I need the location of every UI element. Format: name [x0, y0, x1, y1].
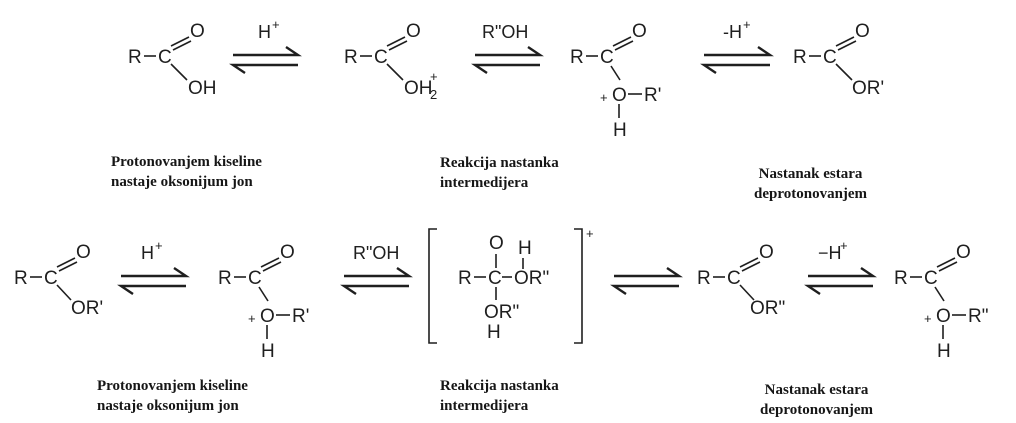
svg-text:H: H [141, 243, 154, 263]
equilibrium-arrow-1: H + [229, 17, 302, 74]
svg-text:+: + [743, 17, 751, 32]
molecule-protonated-ester: R C O + O R' H [570, 21, 661, 141]
svg-text:H: H [613, 120, 627, 141]
molecule-carboxylic-acid: R C O OH [128, 21, 217, 99]
svg-text:OR": OR" [750, 298, 785, 319]
svg-text:+: + [600, 90, 608, 105]
svg-text:OR": OR" [484, 302, 519, 323]
caption-protonation-1: Protonovanjem kiseline nastaje oksonijum… [111, 154, 262, 190]
equilibrium-arrow-5: R"OH [340, 243, 413, 295]
caption-ester-formation-2: Nastanak estara deprotonovanjem [760, 382, 874, 418]
svg-text:O: O [190, 21, 205, 42]
svg-text:H: H [937, 341, 951, 362]
molecule-protonated-ester-3: R C O + O R" H [894, 242, 988, 362]
caption-protonation-2: Protonovanjem kiseline nastaje oksonijum… [97, 378, 248, 414]
svg-text:+: + [248, 311, 256, 326]
molecule-ester: R C O OR' [793, 21, 884, 99]
svg-text:R"OH: R"OH [353, 243, 399, 263]
svg-text:-H: -H [723, 22, 742, 42]
svg-text:C: C [924, 268, 938, 289]
svg-text:+: + [840, 238, 848, 253]
svg-text:OR': OR' [852, 78, 884, 99]
molecule-protonated-ester-2: R C O + O R' H [218, 242, 309, 362]
svg-text:O: O [632, 21, 647, 42]
svg-text:+: + [586, 226, 594, 241]
svg-text:O: O [759, 242, 774, 263]
svg-text:O: O [489, 233, 504, 254]
svg-text:R': R' [644, 85, 661, 106]
svg-text:−H: −H [818, 243, 842, 263]
svg-text:H: H [487, 322, 501, 343]
caption-ester-formation-1: Nastanak estara deprotonovanjem [754, 166, 868, 202]
svg-text:C: C [44, 268, 58, 289]
molecule-new-ester: R C O OR" [697, 242, 785, 319]
svg-text:R': R' [292, 306, 309, 327]
equilibrium-arrow-2: R"OH [471, 22, 544, 74]
svg-text:2: 2 [430, 87, 437, 102]
svg-text:O: O [855, 21, 870, 42]
svg-text:C: C [158, 47, 172, 68]
svg-text:O: O [612, 85, 627, 106]
svg-text:R: R [458, 268, 472, 289]
molecule-oxonium-ion: R C O OH 2 + [344, 21, 438, 102]
svg-text:C: C [727, 268, 741, 289]
svg-text:R: R [570, 47, 584, 68]
svg-text:H: H [518, 238, 532, 259]
svg-text:C: C [374, 47, 388, 68]
svg-text:C: C [248, 268, 262, 289]
svg-text:H: H [258, 22, 271, 42]
svg-text:OR": OR" [514, 268, 549, 289]
caption-intermediate-2: Reakcija nastanka intermedijera [440, 378, 559, 414]
svg-text:+: + [430, 69, 438, 84]
svg-text:OR': OR' [71, 298, 103, 319]
svg-text:+: + [272, 17, 280, 32]
equilibrium-arrow-3: -H + [700, 17, 774, 74]
caption-intermediate-1: Reakcija nastanka intermedijera [440, 155, 559, 191]
tetrahedral-intermediate: + O H R C OR" OR" H [428, 226, 594, 344]
svg-text:R: R [697, 268, 711, 289]
svg-text:R: R [14, 268, 28, 289]
equilibrium-arrow-4: H + [117, 238, 190, 295]
svg-text:OH: OH [188, 78, 217, 99]
molecule-ester-start: R C O OR' [14, 242, 103, 319]
svg-text:O: O [260, 306, 275, 327]
svg-text:OH: OH [404, 78, 433, 99]
svg-text:R: R [128, 47, 142, 68]
svg-text:O: O [406, 21, 421, 42]
svg-text:O: O [956, 242, 971, 263]
svg-text:R: R [894, 268, 908, 289]
svg-text:O: O [280, 242, 295, 263]
equilibrium-arrow-7: −H + [804, 238, 877, 295]
svg-text:H: H [261, 341, 275, 362]
svg-text:C: C [823, 47, 837, 68]
svg-text:R": R" [968, 306, 988, 327]
svg-text:C: C [488, 268, 502, 289]
svg-text:+: + [924, 311, 932, 326]
equilibrium-arrow-6 [610, 267, 683, 295]
svg-text:O: O [936, 306, 951, 327]
svg-text:C: C [600, 47, 614, 68]
svg-text:R: R [218, 268, 232, 289]
svg-text:O: O [76, 242, 91, 263]
svg-text:+: + [155, 238, 163, 253]
svg-text:R: R [344, 47, 358, 68]
svg-text:R: R [793, 47, 807, 68]
svg-text:R"OH: R"OH [482, 22, 528, 42]
